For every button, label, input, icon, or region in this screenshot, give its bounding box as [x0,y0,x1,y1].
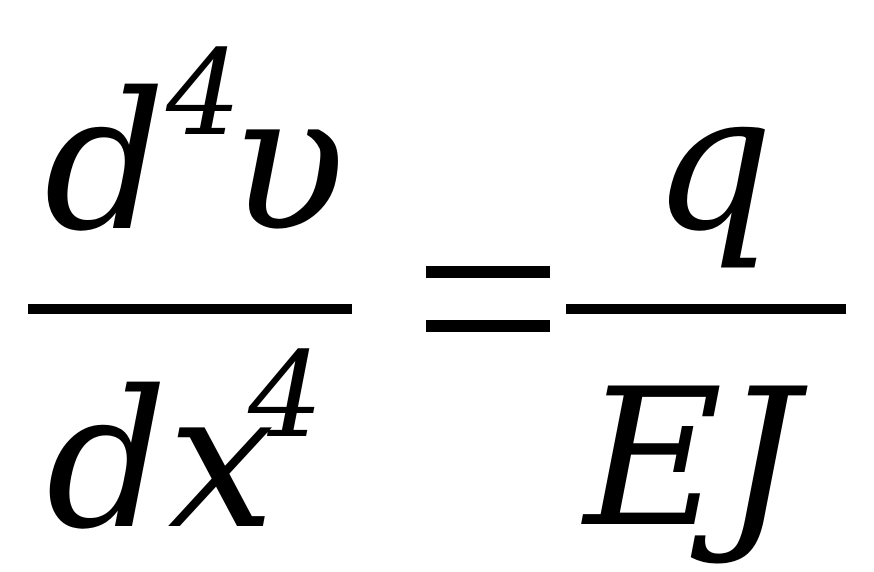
lhs-numerator-exponent: 4 [165,24,241,162]
lhs-denominator: dx 4 [46,326,323,571]
rhs-fraction-bar [566,304,846,314]
rhs-numerator: q [652,52,774,273]
lhs-fraction-bar [28,304,352,314]
lhs-numerator: d 4 υ [44,24,346,273]
lhs-numerator-upsilon: υ [230,52,346,273]
equals-sign [426,266,550,332]
equals-bottom-bar [426,320,550,332]
rhs-denominator: EJ [581,348,808,569]
equals-top-bar [426,266,550,278]
lhs-denominator-dx: dx [46,350,275,571]
lhs-denominator-exponent: 4 [247,326,323,464]
lhs-numerator-d: d [44,52,166,273]
